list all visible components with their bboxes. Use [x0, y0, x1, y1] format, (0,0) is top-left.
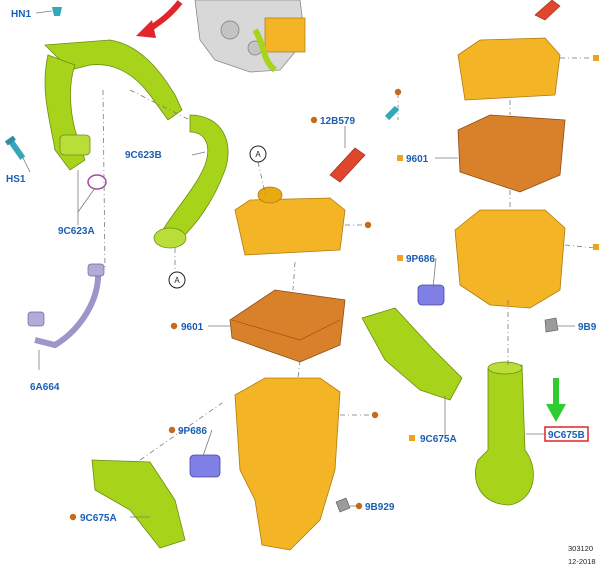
label-9c675b-highlight[interactable]: 9C675B — [544, 426, 589, 442]
callout-a-top: A — [249, 145, 267, 163]
label-hs1[interactable]: HS1 — [6, 174, 26, 185]
grommet-9b929-left — [335, 497, 351, 513]
hose-clamp — [87, 174, 107, 190]
label-9c675a-left[interactable]: 9C675A — [80, 513, 117, 524]
air-filter-9601-right — [457, 114, 566, 193]
air-cleaner-housing-center — [234, 377, 341, 551]
clip-hn1 — [52, 7, 62, 16]
label-9601-left[interactable]: 9601 — [181, 322, 204, 333]
duct-9c675a-right — [361, 307, 463, 401]
sensor-12b579 — [329, 105, 400, 183]
label-12b579[interactable]: 12B579 — [320, 116, 355, 127]
callout-a-bottom: A — [168, 271, 186, 289]
label-9b929-right[interactable]: 9B9 — [578, 322, 597, 333]
label-9601-right[interactable]: 9601 — [406, 154, 429, 165]
air-filter-9601-center — [229, 289, 346, 363]
air-cleaner-cover-right — [457, 0, 561, 101]
air-cleaner-cover-center — [234, 186, 346, 256]
direction-arrow-icon — [136, 0, 183, 38]
label-9p686-left[interactable]: 9P686 — [178, 426, 207, 437]
sensor-9p686-right — [417, 284, 445, 306]
air-cleaner-housing-right — [454, 209, 566, 309]
svg-text:A: A — [255, 150, 261, 159]
tube-9c675b — [474, 361, 534, 506]
footer-code: 303120 — [568, 544, 593, 553]
label-9b929-left[interactable]: 9B929 — [365, 502, 395, 513]
leader-lines — [21, 10, 596, 518]
air-intake-pipe — [44, 39, 183, 171]
pointer-arrow-icon — [546, 378, 566, 422]
label-9p686-right[interactable]: 9P686 — [406, 254, 435, 265]
label-9c623b[interactable]: 9C623B — [125, 150, 162, 161]
label-9c623a[interactable]: 9C623A — [58, 226, 95, 237]
label-9c675a-right[interactable]: 9C675A — [420, 434, 457, 445]
engine-block — [194, 0, 306, 73]
label-6a664[interactable]: 6A664 — [30, 382, 60, 393]
hose-9c623b — [153, 114, 229, 249]
svg-text:A: A — [174, 276, 180, 285]
label-9c675b[interactable]: 9C675B — [548, 430, 585, 441]
label-hn1[interactable]: HN1 — [11, 9, 31, 20]
bolt-hs1 — [4, 135, 26, 160]
footer-date: 12-2018 — [568, 557, 596, 566]
breather-tube-6a664 — [27, 263, 105, 349]
markers — [69, 55, 599, 521]
duct-9c675a-left — [91, 459, 186, 549]
grommet-9b929-right — [544, 317, 559, 333]
sensor-9p686-left — [189, 454, 221, 478]
